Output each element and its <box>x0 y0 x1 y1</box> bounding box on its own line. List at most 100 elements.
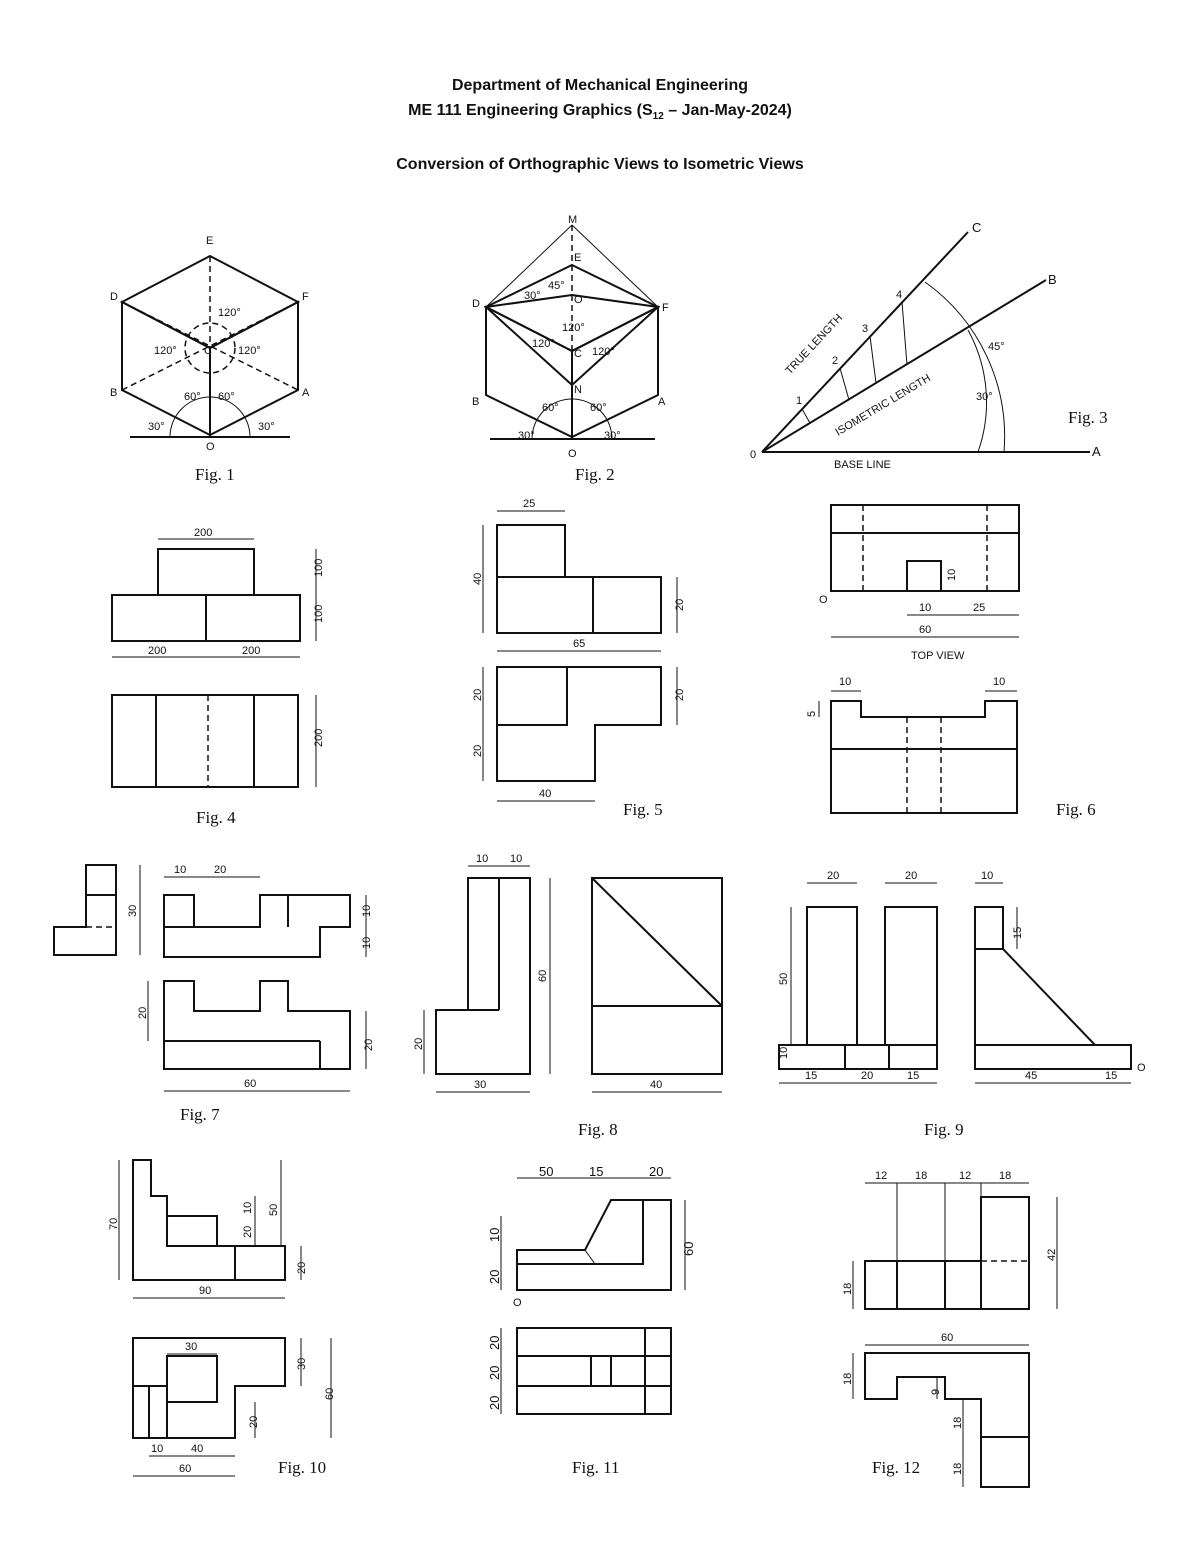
fig12-dim-42: 42 <box>1046 1249 1058 1261</box>
fig3-isometric-scale: C B A 0 BASE LINE TRUE LENGTH ISOMETRIC … <box>750 220 1101 471</box>
fig5-dim-40-left: 40 <box>472 573 484 585</box>
fig12-dim-18-left: 18 <box>842 1283 854 1295</box>
fig1-isometric-cube: E D F C B A O 120° 120° 120° 60° 60° 30°… <box>110 235 310 453</box>
fig2-angle-120-right: 120° <box>592 346 615 358</box>
fig2-label-o-bottom: O <box>568 448 577 460</box>
fig2-label-b: B <box>472 396 479 408</box>
fig10-orthographic-views: 70 10 20 50 20 90 30 30 60 20 10 40 60 <box>108 1159 336 1477</box>
fig10-dim-60-right: 60 <box>324 1388 336 1400</box>
fig9-dim-20-bottom: 20 <box>861 1070 873 1082</box>
fig8-dim-40: 40 <box>650 1079 662 1091</box>
fig6-dim-5: 5 <box>806 711 818 717</box>
fig10-dim-90: 90 <box>199 1285 211 1297</box>
fig2-label-a: A <box>658 396 666 408</box>
fig1-label-e: E <box>206 235 213 247</box>
fig7-dim-20-right: 20 <box>363 1039 375 1051</box>
fig6-dim-10-left: 10 <box>839 676 851 688</box>
fig10-dim-30-right: 30 <box>296 1358 308 1370</box>
fig11-label-o: O <box>513 1297 522 1309</box>
page-title: Conversion of Orthographic Views to Isom… <box>396 156 804 173</box>
fig2-angle-45: 45° <box>548 280 565 292</box>
fig5-dim-20-left-lower: 20 <box>472 745 484 757</box>
fig4-dim-100-upper: 100 <box>313 559 325 577</box>
fig3-label-origin: 0 <box>750 449 756 461</box>
fig9-dim-15-c: 15 <box>1105 1070 1117 1082</box>
fig2-label-c: C <box>574 348 582 360</box>
fig9-dim-20-right: 20 <box>905 870 917 882</box>
fig9-caption: Fig. 9 <box>924 1120 964 1139</box>
fig3-tick-3: 3 <box>862 323 868 335</box>
fig1-label-b: B <box>110 387 117 399</box>
fig9-dim-50: 50 <box>778 973 790 985</box>
fig9-orthographic-views: 20 20 50 10 15 20 15 10 15 45 15 O <box>778 870 1146 1084</box>
fig4-dim-200-left: 200 <box>148 645 166 657</box>
fig9-dim-15-a: 15 <box>805 1070 817 1082</box>
fig12-dim-60: 60 <box>941 1332 953 1344</box>
fig8-dim-10-right: 10 <box>510 853 522 865</box>
fig6-dim-10-notch: 10 <box>919 602 931 614</box>
fig10-dim-10-bottom: 10 <box>151 1443 163 1455</box>
fig11-dim-20-c: 20 <box>487 1396 502 1410</box>
fig1-label-d: D <box>110 291 118 303</box>
fig12-orthographic-views: 12 18 12 18 42 18 60 18 9 18 18 <box>842 1170 1058 1488</box>
fig6-orthographic-views: 10 O 10 25 60 TOP VIEW 10 10 5 <box>806 504 1020 814</box>
fig2-angle-60-right: 60° <box>590 402 607 414</box>
fig6-dim-60: 60 <box>919 624 931 636</box>
fig1-angle-120-right: 120° <box>238 345 261 357</box>
fig1-label-a: A <box>302 387 310 399</box>
fig7-dim-30: 30 <box>127 905 139 917</box>
fig11-caption: Fig. 11 <box>572 1458 620 1477</box>
fig3-tick-2: 2 <box>832 355 838 367</box>
fig2-angle-60-left: 60° <box>542 402 559 414</box>
fig2-angle-30-right: 30° <box>604 430 621 442</box>
fig12-dim-12-b: 12 <box>959 1170 971 1182</box>
fig11-dim-60: 60 <box>681 1242 696 1256</box>
fig12-dim-18-a: 18 <box>915 1170 927 1182</box>
fig8-dim-10-left: 10 <box>476 853 488 865</box>
fig9-dim-10-top: 10 <box>981 870 993 882</box>
fig2-angle-30-top: 30° <box>524 290 541 302</box>
fig9-dim-20-left: 20 <box>827 870 839 882</box>
fig12-caption: Fig. 12 <box>872 1458 921 1477</box>
fig12-dim-18-lower-b: 18 <box>952 1463 964 1475</box>
fig2-angle-120-top: 120° <box>562 322 585 334</box>
fig1-angle-60-left: 60° <box>184 391 201 403</box>
course-title-subscript: 12 <box>652 111 664 123</box>
fig8-dim-30: 30 <box>474 1079 486 1091</box>
fig7-orthographic-views: 30 10 20 10 10 20 20 60 <box>53 864 375 1092</box>
fig9-dim-45: 45 <box>1025 1070 1037 1082</box>
fig1-angle-60-right: 60° <box>218 391 235 403</box>
fig8-dim-60: 60 <box>537 970 549 982</box>
fig12-dim-12-a: 12 <box>875 1170 887 1182</box>
fig10-dim-40: 40 <box>191 1443 203 1455</box>
fig1-angle-120-left: 120° <box>154 345 177 357</box>
department-title: Department of Mechanical Engineering <box>451 77 749 94</box>
fig10-dim-30-top: 30 <box>185 1341 197 1353</box>
fig10-dim-70: 70 <box>108 1218 120 1230</box>
fig1-caption: Fig. 1 <box>195 465 235 484</box>
fig8-dim-20: 20 <box>413 1038 425 1050</box>
fig11-dim-10: 10 <box>487 1228 502 1242</box>
fig10-dim-50: 50 <box>268 1204 280 1216</box>
course-title-main: ME 111 Engineering Graphics (S <box>408 102 653 119</box>
fig12-dim-18-b: 18 <box>999 1170 1011 1182</box>
fig11-orthographic-views: 50 15 20 10 20 60 O 20 20 20 <box>487 1164 696 1415</box>
fig10-dim-60-bottom: 60 <box>179 1463 191 1475</box>
fig2-label-e: E <box>574 252 581 264</box>
course-title-term: – Jan-May-2024) <box>663 102 792 119</box>
fig2-angle-30-left: 30° <box>518 430 535 442</box>
fig5-dim-40-bottom: 40 <box>539 788 551 800</box>
fig6-caption: Fig. 6 <box>1056 800 1096 819</box>
fig9-dim-15-side: 15 <box>1012 927 1024 939</box>
fig4-dim-side-200: 200 <box>313 729 325 747</box>
fig6-top-view-label: TOP VIEW <box>911 650 965 662</box>
fig9-label-o: O <box>1137 1062 1146 1074</box>
fig5-dim-20-left-upper: 20 <box>472 689 484 701</box>
fig4-dim-100-lower: 100 <box>313 605 325 623</box>
fig11-dim-50: 50 <box>539 1164 553 1179</box>
fig3-caption: Fig. 3 <box>1068 408 1108 427</box>
fig1-label-o: O <box>206 441 215 453</box>
fig6-dim-10-notch-depth: 10 <box>946 569 958 581</box>
fig3-isometric-length-label: ISOMETRIC LENGTH <box>833 372 932 438</box>
fig11-dim-20-b: 20 <box>487 1366 502 1380</box>
